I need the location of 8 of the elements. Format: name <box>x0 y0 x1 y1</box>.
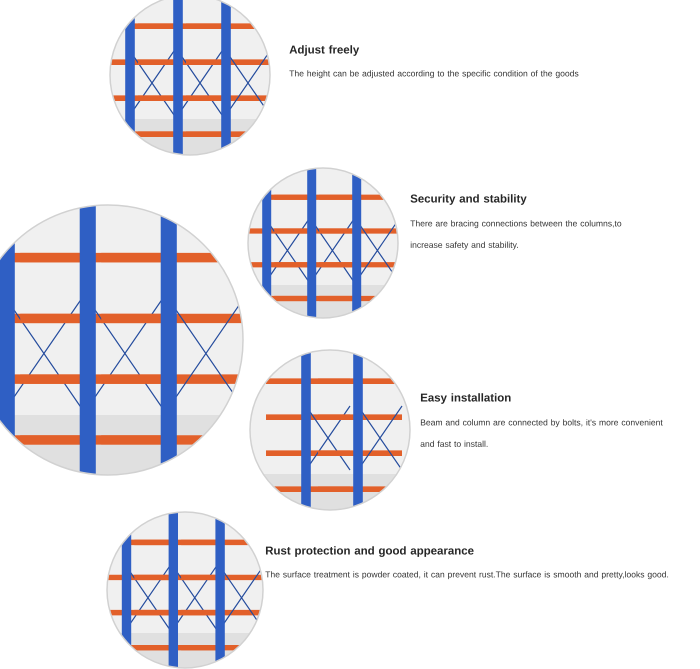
feature-heading: Security and stability <box>410 194 527 205</box>
feature-description: The surface treatment is powder coated, it can prevent rust.The surface is smooth and pretty,looks good. <box>265 571 668 580</box>
feature-heading: Rust protection and good appearance <box>266 546 474 557</box>
feature-heading: Easy installation <box>420 393 511 404</box>
feature-heading: Adjust freely <box>289 45 360 56</box>
feature-description: There are bracing connections between the columns,to increase safety and stability. <box>410 220 622 250</box>
feature-description: The height can be adjusted according to the specific condition of the goods <box>289 70 578 78</box>
feature-description: Beam and column are connected by bolts, it's more convenient and fast to install. <box>420 419 663 447</box>
